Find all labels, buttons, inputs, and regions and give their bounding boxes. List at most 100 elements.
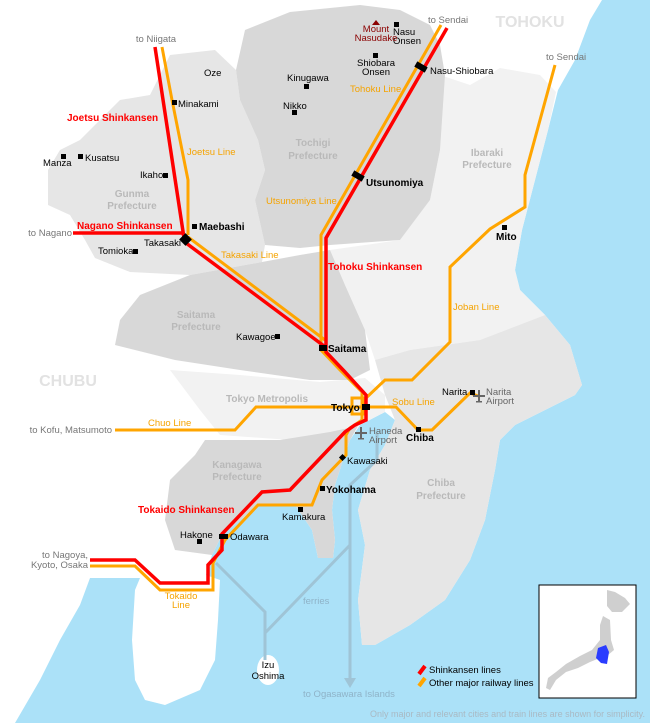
shinkansen-label: Joetsu Shinkansen bbox=[67, 113, 158, 124]
prefecture-label: Ibaraki bbox=[471, 148, 503, 159]
shinkansen-legend-swatch bbox=[417, 664, 427, 676]
prefecture-label: Chiba bbox=[427, 478, 455, 489]
major-city-label: Maebashi bbox=[199, 222, 245, 233]
ferry-routes bbox=[214, 433, 379, 680]
shinkansen-label: Tokaido Shinkansen bbox=[138, 505, 235, 516]
airplane-icon bbox=[355, 427, 367, 440]
prefecture-label: Prefecture bbox=[171, 322, 221, 333]
joetsu-shinkansen bbox=[153, 46, 186, 239]
legend-label: Other major railway lines bbox=[429, 678, 534, 689]
prefecture-label: Saitama bbox=[177, 310, 216, 321]
region-label: CHUBU bbox=[39, 373, 97, 390]
prefecture-label: Prefecture bbox=[212, 472, 262, 483]
city-label: Minakami bbox=[178, 99, 219, 110]
station-markers bbox=[61, 22, 507, 544]
city-label: Odawara bbox=[230, 532, 269, 543]
line-label: Takasaki Line bbox=[221, 250, 279, 261]
destination-label: to Sendai bbox=[546, 52, 586, 63]
prefecture-label: Kanagawa bbox=[212, 460, 262, 471]
destination-label: to Niigata bbox=[136, 34, 177, 45]
prefecture-label: Prefecture bbox=[288, 151, 338, 162]
prefecture-label: Prefecture bbox=[462, 160, 512, 171]
prefecture-label: Gunma bbox=[115, 189, 150, 200]
major-city-label: Mito bbox=[496, 232, 517, 243]
destination-label: to Ogasawara Islands bbox=[303, 689, 395, 700]
city-label: Narita bbox=[442, 387, 468, 398]
region-label: TOHOKU bbox=[495, 14, 564, 31]
line-label: Joban Line bbox=[453, 302, 499, 313]
prefecture-label: Prefecture bbox=[107, 201, 157, 212]
tohoku-shinkansen bbox=[90, 27, 449, 585]
line-label: Joetsu Line bbox=[187, 147, 236, 158]
ferries-label: ferries bbox=[303, 596, 330, 607]
prefecture-label: Prefecture bbox=[416, 491, 466, 502]
chuo-line bbox=[115, 405, 365, 432]
destination-label: to Kofu, Matsumoto bbox=[30, 425, 112, 436]
city-label: Oshima bbox=[252, 671, 285, 682]
major-city-label: Saitama bbox=[328, 344, 367, 355]
mountain-icon bbox=[372, 20, 380, 25]
takasaki-shinkansen-segment bbox=[184, 241, 326, 348]
mountain-label: Mount bbox=[363, 24, 390, 35]
city-label: Hakone bbox=[180, 530, 213, 541]
major-city-label: Chiba bbox=[406, 433, 434, 444]
ferry-arrow-icon bbox=[344, 678, 356, 688]
city-label: Kawasaki bbox=[347, 456, 388, 467]
line-label: Sobu Line bbox=[392, 397, 435, 408]
city-label: Kawagoe bbox=[236, 332, 276, 343]
destination-label: to Sendai bbox=[428, 15, 468, 26]
airport-label: Airport bbox=[369, 435, 397, 446]
mountain-label: Nasudake bbox=[355, 33, 398, 44]
tochigi-prefecture bbox=[236, 5, 445, 248]
airport-label: Haneda bbox=[369, 426, 403, 437]
airport-label: Narita bbox=[486, 387, 512, 398]
city-label: Ikaho bbox=[140, 170, 163, 181]
chiba-prefecture bbox=[358, 315, 582, 645]
takasaki-line bbox=[187, 235, 326, 342]
airplane-icon bbox=[473, 390, 485, 403]
japan-inset-map bbox=[538, 584, 637, 699]
line-label: Utsunomiya Line bbox=[266, 196, 337, 207]
railway-legend-swatch bbox=[417, 676, 427, 688]
destination-label: to Nagano bbox=[28, 228, 72, 239]
legend: Shinkansen lines Other major railway lin… bbox=[417, 664, 534, 689]
city-label: Nasu-Shiobara bbox=[430, 66, 494, 77]
city-label: Tomioka bbox=[98, 246, 134, 257]
city-label: Onsen bbox=[362, 67, 390, 78]
saitama-prefecture bbox=[115, 250, 370, 380]
destination-label: Kyoto, Osaka bbox=[31, 560, 89, 571]
city-label: Shiobara bbox=[357, 58, 396, 69]
line-label: Tohoku Line bbox=[350, 84, 401, 95]
legend-label: Shinkansen lines bbox=[429, 665, 501, 676]
izu-oshima-island bbox=[257, 655, 279, 685]
city-label: Kinugawa bbox=[287, 73, 329, 84]
shinkansen-label: Tohoku Shinkansen bbox=[328, 262, 422, 273]
city-label: Izu bbox=[262, 660, 275, 671]
ibaraki-prefecture bbox=[330, 68, 556, 360]
joban-line bbox=[364, 64, 557, 400]
gunma-prefecture bbox=[48, 50, 265, 275]
destination-label: to Nagoya, bbox=[42, 550, 88, 561]
city-label: Takasaki bbox=[144, 238, 181, 249]
city-label: Oze bbox=[204, 68, 221, 79]
line-label: Line bbox=[172, 600, 190, 611]
footnote: Only major and relevant cities and train… bbox=[370, 709, 645, 719]
prefecture-label: Tokyo Metropolis bbox=[226, 394, 308, 405]
city-label: Onsen bbox=[393, 36, 421, 47]
major-city-label: Utsunomiya bbox=[366, 178, 424, 189]
prefecture-label: Tochigi bbox=[296, 138, 331, 149]
city-label: Manza bbox=[43, 158, 72, 169]
tokyo-metropolis bbox=[170, 370, 385, 440]
kanto-highlight bbox=[596, 645, 609, 664]
major-city-label: Yokohama bbox=[326, 485, 376, 496]
airport-label: Airport bbox=[486, 396, 514, 407]
city-label: Kamakura bbox=[282, 512, 326, 523]
joetsu-line bbox=[160, 46, 190, 235]
city-label: Nasu bbox=[393, 27, 415, 38]
major-city-label: Tokyo bbox=[331, 403, 360, 414]
shinkansen-label: Nagano Shinkansen bbox=[77, 221, 173, 232]
city-label: Kusatsu bbox=[85, 153, 119, 164]
line-label: Chuo Line bbox=[148, 418, 191, 429]
city-label: Nikko bbox=[283, 101, 307, 112]
